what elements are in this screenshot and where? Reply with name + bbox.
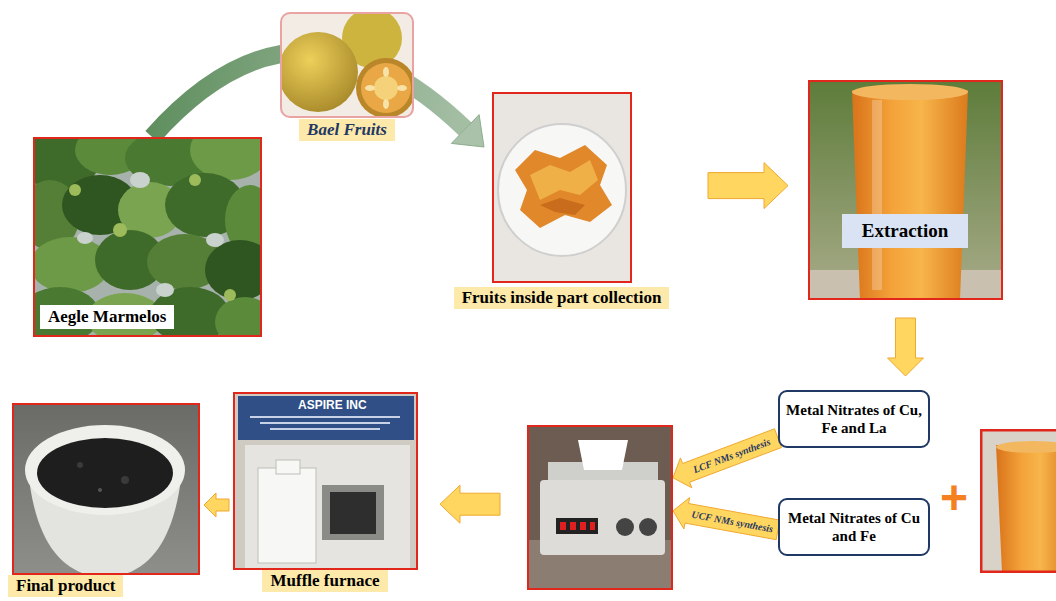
tree-photo-part <box>113 223 127 237</box>
product-photo-part <box>37 438 173 508</box>
pulp-photo-part <box>530 160 598 200</box>
photo-box: Extraction <box>808 80 1003 300</box>
process-text: Metal Nitrates of Cu, Fe and La <box>786 401 922 437</box>
plus-sign: + <box>940 474 968 522</box>
bael-fruit-photo <box>280 12 414 118</box>
arrow-label: LCF NMs synthesis <box>691 436 773 476</box>
tree-photo-part <box>189 174 201 186</box>
curved-arrow-head <box>451 115 484 147</box>
photo-box: Bael Fruits <box>280 12 414 118</box>
process-box: Metal Nitrates of Cu, Fe and La <box>778 390 930 448</box>
pulp-photo-part <box>515 145 612 228</box>
furnace-photo-part <box>238 396 414 440</box>
tree-photo-part <box>69 184 81 196</box>
furnace-photo-part <box>233 392 418 570</box>
furnace-photo <box>233 392 418 570</box>
photo-label: Aegle Marmelos <box>40 305 174 329</box>
juice-photo-part <box>872 100 882 290</box>
tree-photo-part <box>215 297 262 337</box>
hotplate-photo-part <box>590 522 595 530</box>
arrow-label: UCF NMs synthesis <box>690 509 775 535</box>
hotplate-photo-part <box>570 522 576 530</box>
photo-box <box>527 425 673 590</box>
product-photo <box>12 403 200 575</box>
photo-label: Extraction <box>842 214 969 248</box>
hotplate-photo-part <box>540 480 665 555</box>
pulp-photo <box>492 92 632 283</box>
bael-fruit-photo-part <box>383 67 389 77</box>
tree-photo <box>33 137 262 337</box>
juice-glass-frame <box>981 430 1056 572</box>
bael-fruit-photo-part <box>280 32 358 112</box>
pulp-photo-part <box>540 198 585 215</box>
photo-caption: Final product <box>8 575 123 597</box>
hotplate-photo-part <box>527 425 673 590</box>
juice-photo-part <box>808 80 1003 300</box>
bael-fruit-photo-part <box>397 85 407 91</box>
tree-photo-part <box>224 289 236 301</box>
product-photo-part <box>98 488 102 492</box>
tree-photo-part <box>205 240 262 300</box>
photo-box: Fruits inside part collection <box>492 92 632 283</box>
tree-photo-part <box>206 233 224 247</box>
furnace-photo-part <box>276 460 300 474</box>
photo-caption: Bael Fruits <box>299 119 395 141</box>
juice-glass-photo-part <box>996 445 1056 572</box>
furnace-photo-part <box>330 492 376 534</box>
pulp-photo-part <box>498 124 626 256</box>
bael-fruit-photo-part <box>374 76 398 100</box>
photo-caption: Fruits inside part collection <box>454 287 670 309</box>
hotplate-photo-part <box>556 518 598 534</box>
furnace-photo-part <box>250 416 400 418</box>
juice-photo-part <box>852 84 968 100</box>
hotplate-photo-part <box>560 522 566 530</box>
block-arrow <box>673 498 780 540</box>
block-arrow <box>888 318 924 376</box>
juice-photo-part <box>852 90 968 300</box>
photo-box: Final product <box>12 403 200 575</box>
process-box: Metal Nitrates of Cu and Fe <box>778 498 930 556</box>
photo-box: Aegle Marmelos <box>33 137 262 337</box>
bael-fruit-photo-part <box>356 58 414 118</box>
hotplate-photo-part <box>616 518 634 536</box>
juice-glass-photo-part <box>996 441 1056 453</box>
product-photo-part <box>121 476 129 484</box>
block-arrow <box>440 485 500 523</box>
juice-glass-photo <box>981 430 1056 572</box>
juice-photo <box>808 80 1003 300</box>
furnace-photo-part <box>258 468 316 563</box>
furnace-photo-part <box>260 422 390 424</box>
product-photo-part <box>25 425 185 515</box>
hotplate-photo-part <box>578 440 628 470</box>
hotplate-photo <box>527 425 673 590</box>
furnace-photo-part <box>245 445 410 570</box>
photo-caption: Muffle furnace <box>262 570 387 592</box>
bael-fruit-photo-part <box>365 85 375 91</box>
process-text: Metal Nitrates of Cu and Fe <box>786 509 922 545</box>
furnace-photo-part <box>270 428 380 430</box>
block-arrow <box>708 163 788 209</box>
hotplate-photo-part <box>639 518 657 536</box>
bael-fruit-photo-part <box>361 63 411 113</box>
hotplate-photo-part <box>580 522 586 530</box>
tree-photo-part <box>77 232 93 244</box>
block-arrow <box>204 493 229 517</box>
block-arrow <box>673 429 782 488</box>
brand-plate-text: ASPIRE INC <box>296 398 369 412</box>
bael-fruit-photo-part <box>383 99 389 109</box>
furnace-photo-part <box>322 485 384 540</box>
pulp-photo-part <box>492 92 632 283</box>
photo-box: Muffle furnace <box>233 392 418 570</box>
product-photo-part <box>77 462 83 468</box>
tree-photo-part <box>156 283 174 297</box>
tree-photo-part <box>130 172 150 188</box>
